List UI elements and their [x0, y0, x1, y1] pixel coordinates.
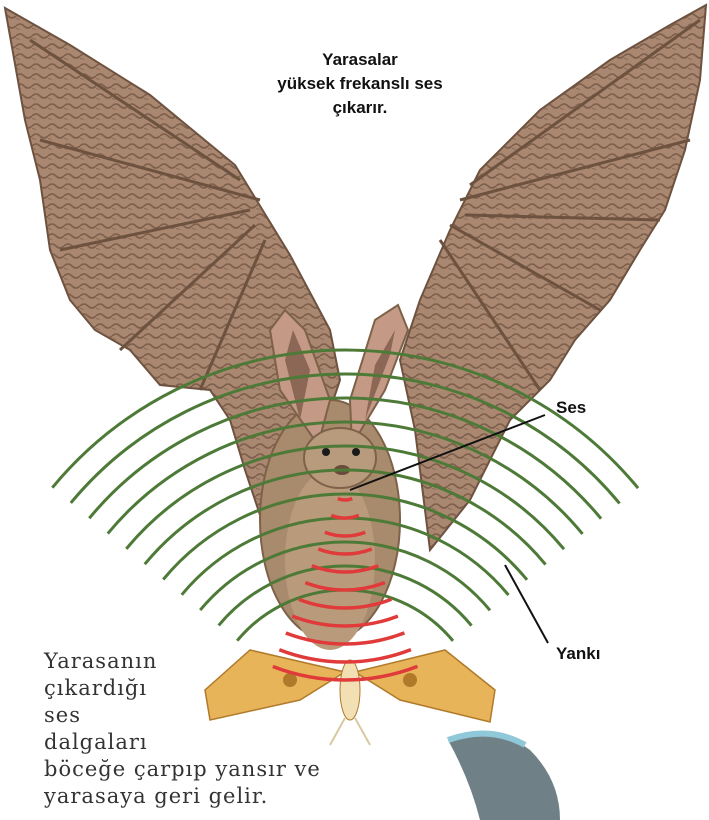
sound-wave-arc	[338, 499, 352, 500]
echo-label: Yankı	[556, 644, 600, 664]
caption-line-3: ses	[44, 702, 321, 729]
caption-line-1: Yarasanın	[44, 648, 321, 675]
explanation-caption: Yarasanın çıkardığı ses dalgaları böceğe…	[44, 648, 321, 810]
title-line-1: Yarasalar	[250, 48, 470, 72]
caption-line-2: çıkardığı	[44, 675, 321, 702]
caption-line-6: yarasaya geri gelir.	[44, 783, 321, 810]
caption-line-4: dalgaları	[44, 729, 321, 756]
leaf-illustration	[448, 732, 560, 820]
title-caption: Yarasalar yüksek frekanslı ses çıkarır.	[250, 48, 470, 120]
title-line-2: yüksek frekanslı ses	[250, 72, 470, 96]
bat-head	[304, 428, 376, 488]
echo-pointer-line	[505, 565, 548, 643]
title-line-3: çıkarır.	[250, 96, 470, 120]
sound-label: Ses	[556, 398, 586, 418]
caption-line-5: böceğe çarpıp yansır ve	[44, 756, 321, 783]
